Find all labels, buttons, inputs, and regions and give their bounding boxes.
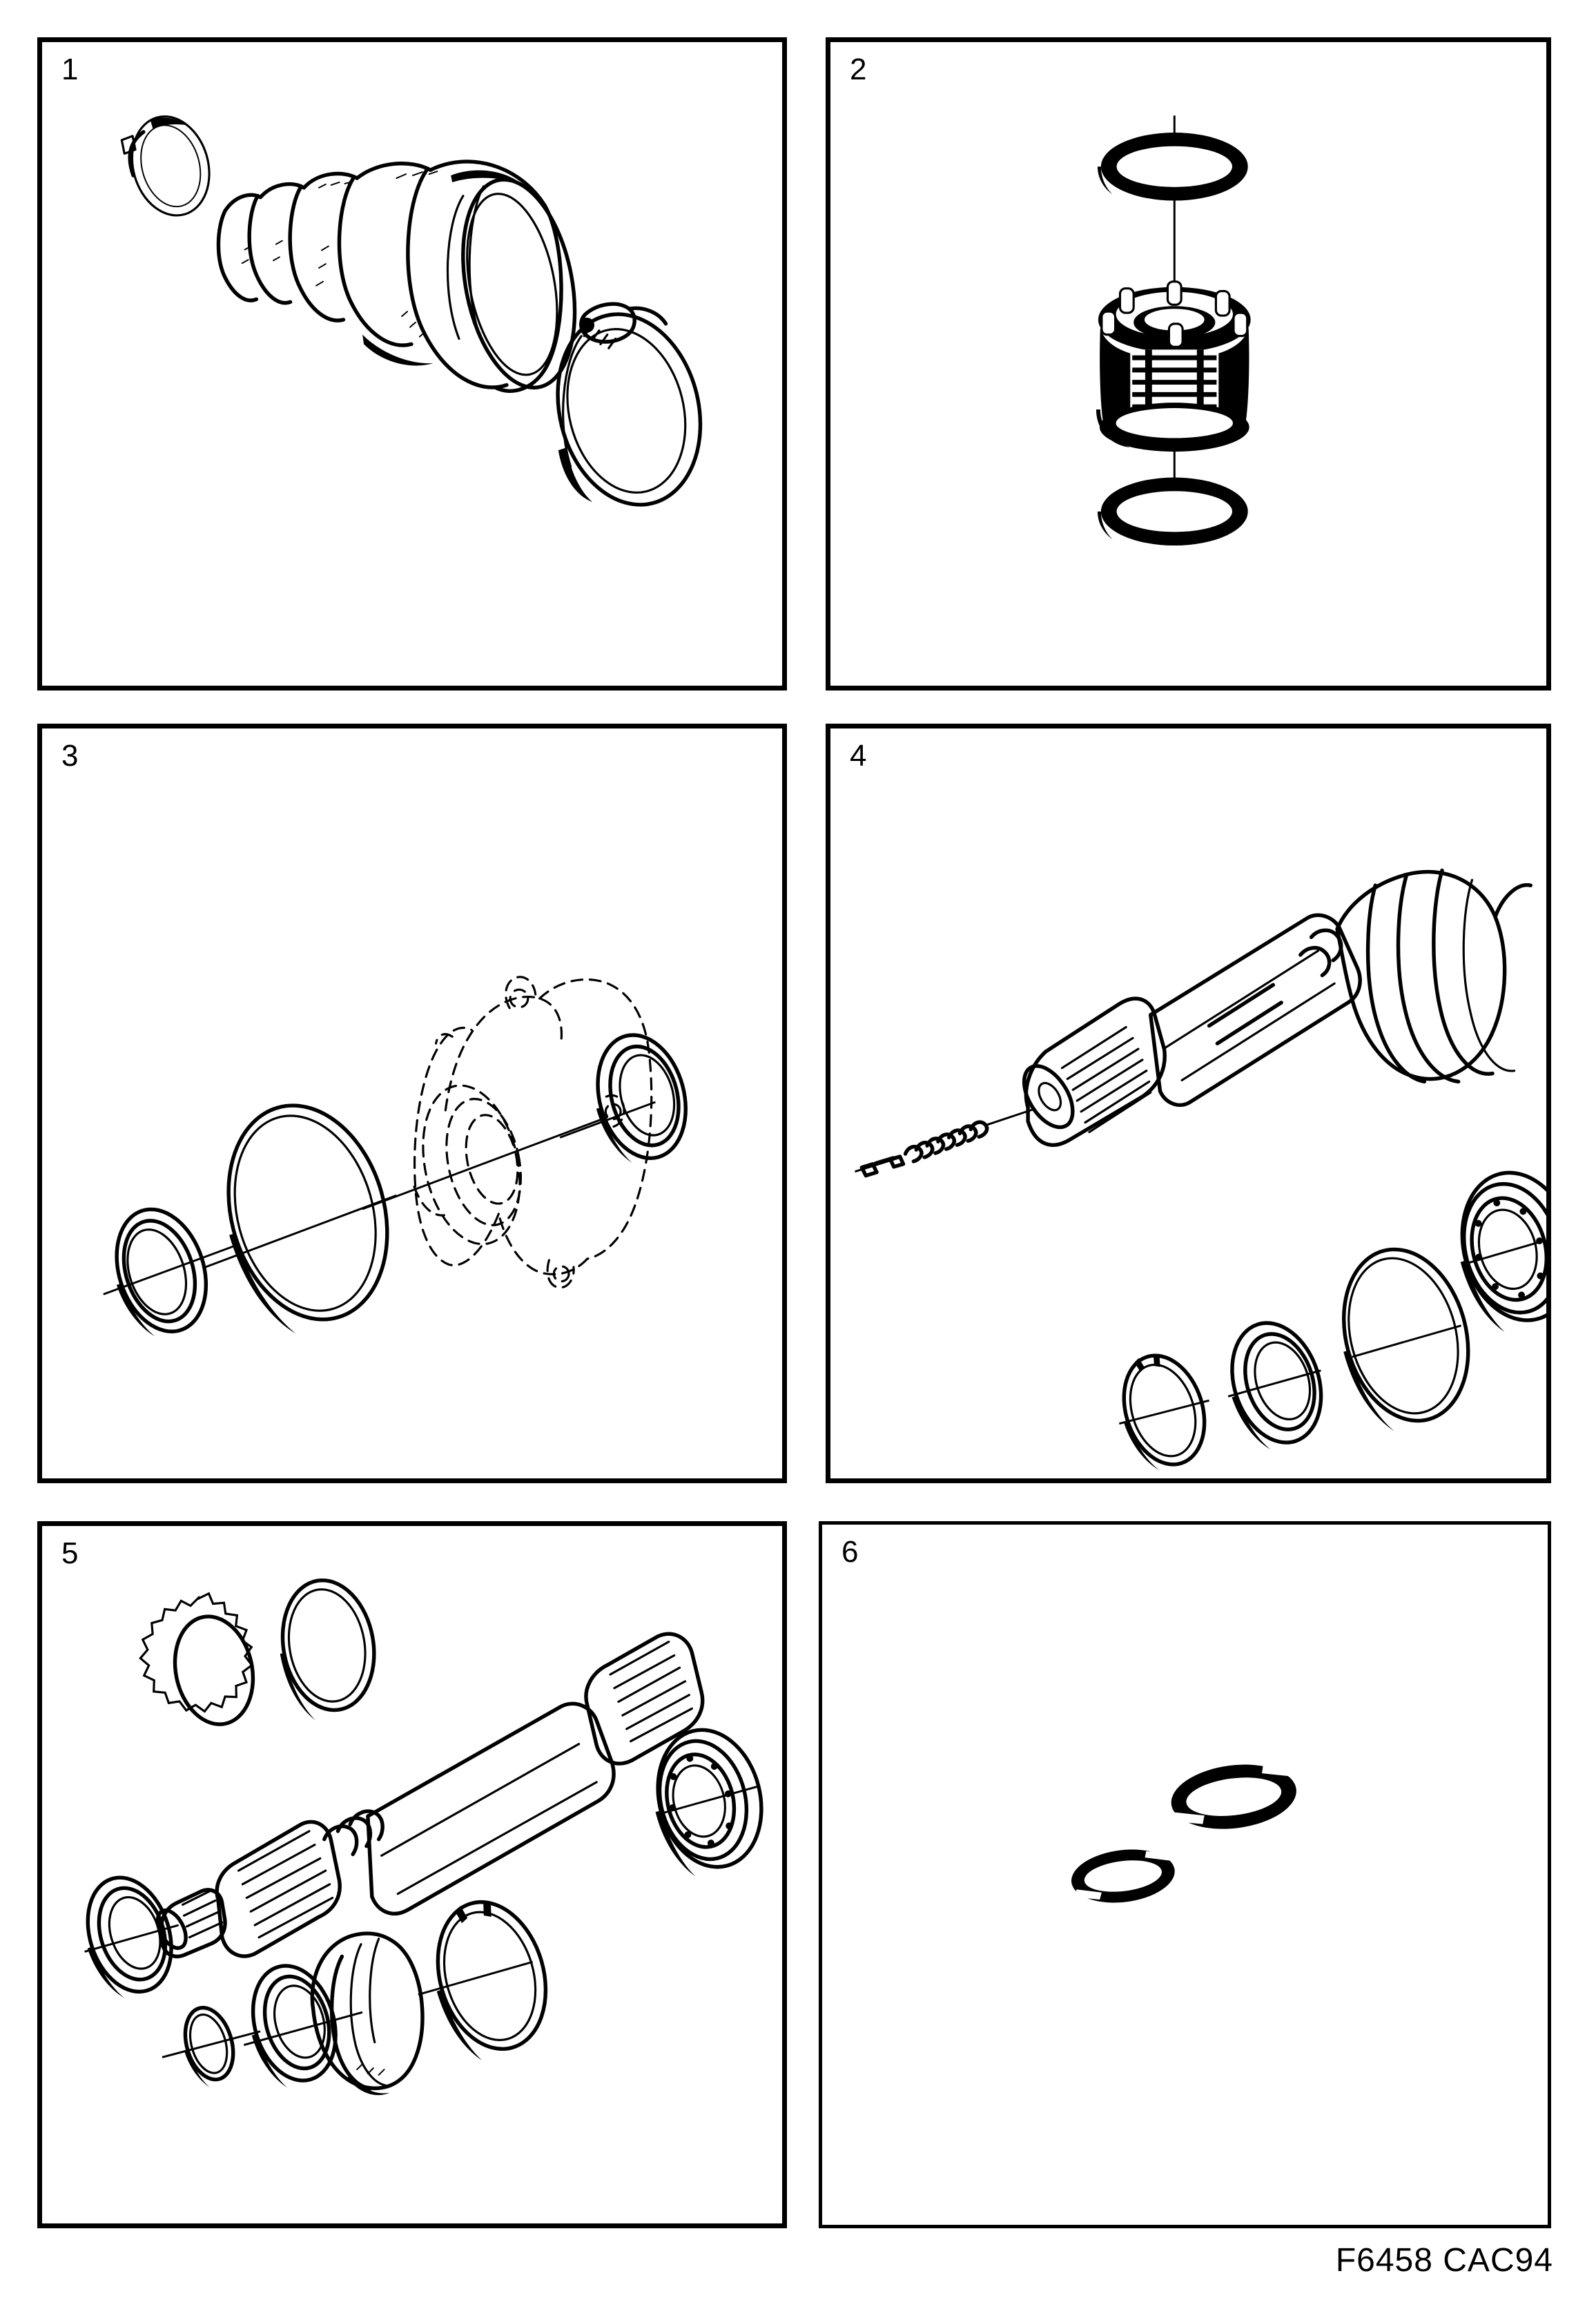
panel-1: 1 [37,37,787,691]
centre-axis-left [103,1245,233,1295]
panel-3: 3 [37,724,787,1483]
flanged-sleeve-icon [310,1931,425,2096]
axis-snap-ring [1118,1399,1209,1425]
tabbed-lock-washer-icon [139,1592,255,1726]
splined-drive-shaft-icon [155,1632,705,1959]
centre-axis-right [362,1116,608,1210]
large-o-ring-icon [1342,1247,1470,1431]
panel-4: 4 [826,724,1551,1483]
shaft-seal-icon [596,1033,688,1163]
panel-3-artwork [103,976,688,1337]
axis-o-ring [1352,1324,1462,1358]
seal-ring-icon [1230,1321,1323,1449]
axis-seal-left [84,1924,179,1953]
large-o-ring-icon [1171,1764,1296,1829]
circlip-snap-ring-icon [1122,1353,1207,1471]
small-ring-icon [183,2005,235,2088]
centre-axis-mid [205,1194,397,1268]
panel-6-artwork [1071,1764,1296,1903]
axis-bearing [1463,1239,1544,1266]
splined-stub-shaft-icon [1022,868,1533,1147]
axis-bearing-right [656,1785,759,1816]
ball-bearing-icon [1460,1170,1546,1333]
ball-bearing-icon [655,1728,763,1877]
axis-bottom-2 [243,2011,363,2047]
strainer-cartridge-icon [1096,280,1251,452]
o-ring-icon [280,1578,376,1721]
panel-5-artwork [84,1578,763,2096]
panel-2-artwork [1096,115,1251,546]
panel-4-artwork [855,868,1546,1471]
panel-6-number: 6 [841,1535,859,1569]
panel-1-number: 1 [61,52,79,86]
upper-o-ring-icon [1097,133,1248,201]
figure-caption: F6458 CAC94 [1335,2242,1553,2279]
roll-pin-spring-icon [855,1108,1035,1178]
lower-o-ring-icon [1097,477,1248,546]
shaft-seal-left-icon [86,1875,173,1998]
centre-axis-far [559,1101,656,1139]
axis-bottom-3 [418,1960,533,1996]
panel-6: 6 [819,1521,1551,2228]
panel-5: 5 [37,1521,787,2228]
panel-3-number: 3 [61,739,79,773]
seal-ring-bottom-icon [251,1964,338,2088]
small-boot-clamp-icon [120,115,211,217]
retaining-snap-ring-icon [436,1900,548,2061]
oil-seal-icon [115,1207,208,1337]
gasket-o-ring-icon [226,1103,389,1334]
panel-4-number: 4 [850,739,867,773]
panel-5-number: 5 [61,1536,79,1570]
panel-2-number: 2 [850,52,867,86]
axis-seal-ring [1227,1369,1321,1398]
panel-1-artwork [120,115,703,507]
rubber-bellows-boot-icon [216,160,577,393]
axis-bottom-1 [162,2030,261,2058]
panel-2: 2 [826,37,1551,691]
large-hose-clamp-icon [556,302,703,507]
housing-cover-phantom-icon [413,976,653,1289]
small-o-ring-icon [1071,1849,1175,1903]
